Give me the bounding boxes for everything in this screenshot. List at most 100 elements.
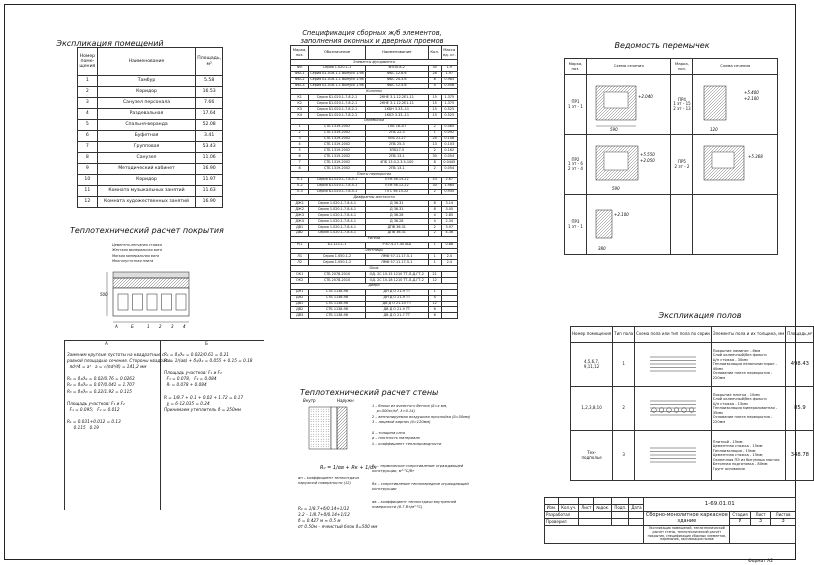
spec-mark: ДВ3 [289,312,310,320]
lintel-empty-scheme [692,194,778,255]
stamp-blank [578,511,613,519]
spec-mass: 4.36 [440,229,459,237]
floors-header-scheme: Схема пола или тип пола по серии [634,326,712,343]
roof-layer-label: Жесткая минеральная вата [112,248,162,253]
room-number: 4 [77,108,98,120]
floor-scheme [634,342,712,387]
spec-mass: 0.054 [440,153,459,161]
spec-mass: 2.85 [440,212,459,220]
spec-mark: ДЖ4 [289,218,310,225]
lintels-header-mark-r: Марка, поз. [670,58,694,75]
stamp-blank [729,525,796,544]
wall-r0-def: R₀ – термическое сопротивление ограждающ… [372,464,464,474]
room-area: 17.64 [195,108,223,120]
spec-section-title: Лестницы [290,247,458,255]
roof-mark-2: 2 [159,324,162,329]
room-name: Тамбур [96,75,197,87]
title-block: 1-69.01.01 Изм. Кол.уч. Лист №док. Подп.… [543,497,796,544]
floor-scheme-drawing [649,447,696,463]
lintel-dim-2040: +2.040 [638,94,653,99]
room-name: Коридор [96,86,197,98]
roof-dim-label: 500 [100,292,108,297]
stamp-blank [578,518,613,526]
room-number: 2 [77,86,98,98]
spec-table: Марка, поз. Обозначение Наименование Кол… [289,45,459,320]
spec-name: 4ПБ 13.0-2.3.5-100 [364,159,429,167]
spec-section-row: Плиты перекрытия [290,170,458,178]
floor-room-numbers: 1,2,3,8,10 [569,386,614,431]
spec-header-qty: Кол. [427,45,442,60]
floors-header-elements: Элементы пола и их толщина, мм [710,326,787,343]
roof-mark-1: 1 [147,324,150,329]
stamp-stage-val: У [729,518,751,526]
room-name: Методический кабинет [96,163,197,175]
stamp-blank [628,518,645,526]
room-number: 7 [77,141,98,153]
room-name: Групповая [96,141,197,153]
spec-header-name: Наименование [364,45,429,60]
spec-designation: Серия 1.020.1-7.8.4-1 [308,229,366,237]
floor-area: 498.43 [785,342,814,387]
spec-mark: 6 [289,153,310,161]
spec-designation: Серия 1.020.1-7.8.4-1 [308,200,366,208]
stamp-col-izm: Изм. [544,504,559,512]
room-area: 3.41 [195,130,223,142]
floor-scheme [634,430,712,481]
room-name: Санузел [96,152,197,164]
floor-room-numbers: Тех- подполье [569,430,614,481]
lintels-header-mark-l: Марка, поз. [564,58,587,75]
floor-scheme-drawing [649,400,696,416]
roof-section-drawing: 500 А Б 1 2 3 4 [100,271,190,329]
spec-mark: 8 [289,165,310,172]
stamp-col-date: Дата [628,504,645,512]
lintel-pr5-mark: ПР5 2 эт - 2 [670,134,694,195]
room-area: 11.97 [195,174,223,186]
spec-qty: 6 [427,312,442,320]
room-area: 52.08 [195,119,223,131]
roof-mark-3: 3 [171,324,174,329]
lintel-dim-590-b: 590 [612,186,620,191]
room-number: 9 [77,163,98,175]
drawing-sheet [4,4,796,560]
roof-void [132,293,143,311]
spec-name: 2ПБ 13-1 [364,153,429,161]
room-name: Коридор [96,174,197,186]
spec-designation: Серия Б1.020.1-7.8.5-1 [308,176,366,184]
spec-designation: Серия 1.020.1-7.8.4-1 [308,223,366,231]
lintel-dim-590-a: 590 [610,127,618,132]
rooms-header-area: Площадь, м² [195,47,223,76]
room-name: Комната музыкальных занятий [96,185,197,197]
lintels-header-scheme-l: Схема сечения [585,58,672,75]
spec-mark: П-3 [289,188,310,196]
roof-calc-title: Теплотехнический расчет покрытия [70,226,224,235]
lintels-title: Ведомость перемычек [614,41,710,50]
spec-mass: 0.092 [440,129,459,137]
stamp-blank [544,497,559,505]
lintel-dim-5550: +5.550 [640,152,655,157]
spec-section-title: Диафрагмы жесткости [290,194,458,202]
spec-mass: 2.34 [440,218,459,225]
wall-rk-def: Rк – сопротивление теплопередаче огражда… [372,482,469,492]
room-area: 16.90 [195,196,223,208]
spec-mark: ДВ1 [289,223,310,231]
floors-header-room: Номер помещения [569,326,614,343]
wall-calc-title: Теплотехнический расчет стены [300,388,439,397]
spec-name: 3ПБ27-5 [364,147,429,155]
lintel-dim-2050: +2.050 [640,158,655,163]
wall-section-drawing: Внутр Наружн [303,398,354,450]
stamp-blank [611,511,630,519]
